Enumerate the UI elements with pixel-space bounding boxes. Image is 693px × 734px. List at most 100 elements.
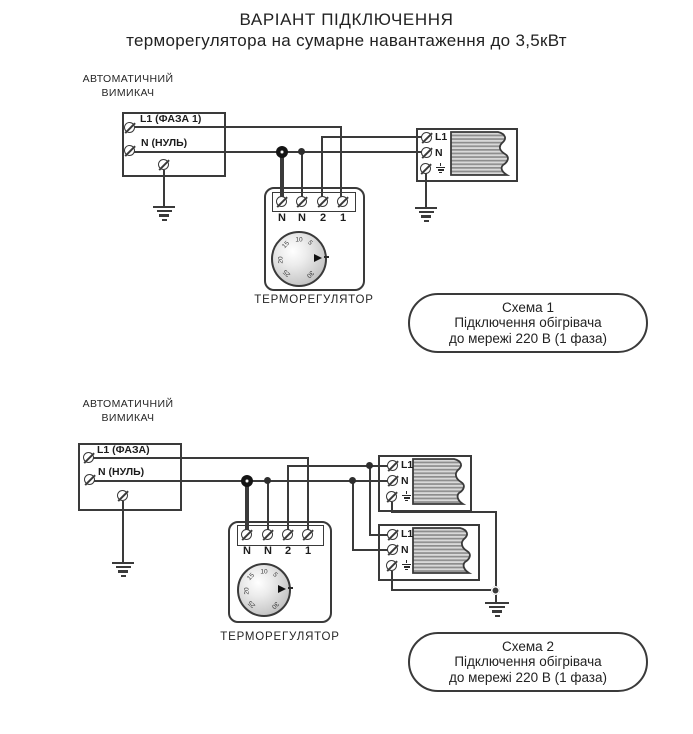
heater-2-bottom-phase-screw xyxy=(387,529,398,540)
junction-s2-neutral-branch xyxy=(349,477,356,484)
dial-1-num-15: 15 xyxy=(280,239,292,251)
dial-1-tick xyxy=(324,256,329,258)
breaker-label-1-line1: АВТОМАТИЧНИЙ xyxy=(82,73,174,85)
breaker-1-phase-label: L1 (ФАЗА 1) xyxy=(140,113,202,125)
thermostat-1-terminal-label-1: 1 xyxy=(339,212,347,224)
breaker-1-neutral-label: N (НУЛЬ) xyxy=(141,137,188,149)
thermostat-1-terminal-label-2: 2 xyxy=(319,212,327,224)
junction-s2-phase-branch xyxy=(366,462,373,469)
heater-2-bottom-element xyxy=(412,527,473,574)
wire-s2-neutral-drop-2 xyxy=(267,481,269,535)
heater-2-bottom-neutral-label: N xyxy=(401,544,409,556)
heater-2-bottom-phase-label: L1 xyxy=(401,528,414,540)
heater-2-top-element xyxy=(412,458,467,505)
heater-1-neutral-label: N xyxy=(435,147,443,159)
breaker-1-phase-screw xyxy=(124,122,135,133)
ground-symbol-breaker-1 xyxy=(153,206,175,221)
heater-1-neutral-screw xyxy=(421,147,432,158)
wire-s2-switched-to-heater-top xyxy=(287,465,394,467)
note-1-line1: Схема 1 xyxy=(502,299,554,315)
wire-s2-heater-top-ground-v1 xyxy=(391,502,393,513)
thermostat-2-dial: 5 10 15 20 25 30 xyxy=(237,563,291,617)
breaker-2-ground-screw xyxy=(117,490,128,501)
breaker-label-2-line2: ВИМИКАЧ xyxy=(101,411,155,424)
thermostat-2-terminal-n2-screw xyxy=(262,529,273,540)
breaker-label-1-line2: ВИМИКАЧ xyxy=(101,86,155,99)
thermostat-1-terminal-label-n1: N xyxy=(278,212,286,224)
breaker-1-ground-screw xyxy=(158,159,169,170)
breaker-2-phase-screw xyxy=(83,452,94,463)
dial-1-pointer-icon xyxy=(314,254,322,262)
thermostat-2-terminal-label-n1: N xyxy=(243,545,251,557)
thermostat-1-terminal-2-screw xyxy=(317,196,328,207)
wire-s2-neutral-branch-down xyxy=(352,481,354,551)
note-2-line1: Схема 2 xyxy=(502,638,554,654)
breaker-box-1 xyxy=(122,112,226,177)
breaker-2-neutral-label: N (НУЛЬ) xyxy=(98,466,145,478)
thermostat-1-dial: 5 10 15 20 25 30 xyxy=(271,231,327,287)
breaker-2-neutral-screw xyxy=(84,474,95,485)
thermostat-2-terminal-1-screw xyxy=(302,529,313,540)
wire-s2-switched-up xyxy=(287,465,289,535)
wire-s1-breaker-ground xyxy=(163,170,165,206)
thermostat-1-terminal-n2-screw xyxy=(296,196,307,207)
thermostat-2-terminal-2-screw xyxy=(282,529,293,540)
heater-2-top-neutral-screw xyxy=(387,475,398,486)
thermostat-1-terminal-1-screw xyxy=(337,196,348,207)
wire-s1-phase-down-to-terminal-1 xyxy=(340,126,342,202)
junction-s1-neutral-1 xyxy=(276,146,288,158)
thermostat-1-terminal-n1-screw xyxy=(276,196,287,207)
dial-1-num-25: 25 xyxy=(281,267,293,279)
heater-2-top-ground-screw xyxy=(386,491,397,502)
page-title: ВАРІАНТ ПІДКЛЮЧЕННЯ xyxy=(239,10,454,29)
junction-s1-neutral-2 xyxy=(298,148,305,155)
dial-2-num-15: 15 xyxy=(245,571,257,583)
dial-1-num-5: 5 xyxy=(306,239,314,247)
wire-s2-heater-top-ground-v2 xyxy=(495,511,497,592)
note-2-line2: Підключення обігрівача xyxy=(454,654,602,670)
heater-2-top-phase-label: L1 xyxy=(401,459,414,471)
note-1-line3: до мережі 220 В (1 фаза) xyxy=(448,330,607,346)
ground-symbol-heater-1 xyxy=(415,207,437,222)
dial-2-num-20: 20 xyxy=(243,587,251,595)
dial-2-pointer-icon xyxy=(278,585,286,593)
heater-2-bottom-neutral-screw xyxy=(387,544,398,555)
heater-2-top-ground-icon xyxy=(402,491,411,502)
wire-s2-neutral-drop-thick xyxy=(245,481,249,535)
dial-2-num-25: 25 xyxy=(246,598,258,610)
thermostat-1-terminal-label-n2: N xyxy=(298,212,306,224)
heater-2-bottom-ground-icon xyxy=(402,560,411,571)
wire-s2-heater-bottom-ground-h xyxy=(391,589,497,591)
wire-s2-phase-branch-to-heater-bottom xyxy=(369,534,394,536)
breaker-box-2 xyxy=(78,443,182,511)
page-subtitle: терморегулятора на сумарне навантаження … xyxy=(126,31,567,50)
heater-1-phase-screw xyxy=(421,132,432,143)
dial-2-num-5: 5 xyxy=(271,571,279,579)
wire-s2-ground-stub xyxy=(495,592,497,602)
wire-s2-phase-branch-down xyxy=(369,465,371,536)
ground-symbol-heaters-2 xyxy=(485,602,509,617)
note-1-line2: Підключення обігрівача xyxy=(454,315,602,331)
heater-1-phase-label: L1 xyxy=(435,131,448,143)
wire-s2-heater-top-ground-h xyxy=(391,511,497,513)
dial-1-num-30: 30 xyxy=(304,268,316,280)
heater-2-top-neutral-label: N xyxy=(401,475,409,487)
thermostat-2-terminal-label-n2: N xyxy=(264,545,272,557)
wire-s2-phase-horizontal xyxy=(91,457,309,459)
wire-s1-heater-ground xyxy=(425,173,427,207)
thermostat-1-label: ТЕРМОРЕГУЛЯТОР xyxy=(254,294,374,306)
note-2-line3: до мережі 220 В (1 фаза) xyxy=(448,669,607,685)
thermostat-2-terminal-label-2: 2 xyxy=(284,545,292,557)
breaker-label-1: АВТОМАТИЧНИЙ ВИМИКАЧ xyxy=(75,73,181,100)
heater-1-ground-icon xyxy=(436,163,445,174)
wire-s1-phase-horizontal xyxy=(132,126,342,128)
heater-2-bottom-ground-screw xyxy=(386,560,397,571)
breaker-2-phase-label: L1 (ФАЗА) xyxy=(97,444,150,456)
heater-2-top-phase-screw xyxy=(387,460,398,471)
thermostat-2-terminal-label-1: 1 xyxy=(304,545,312,557)
wire-s2-phase-down-to-terminal-1 xyxy=(307,457,309,535)
wire-s2-breaker-ground xyxy=(122,501,124,562)
junction-s2-ground xyxy=(491,586,500,595)
wire-s2-neutral-branch-to-heater-bottom xyxy=(352,549,394,551)
